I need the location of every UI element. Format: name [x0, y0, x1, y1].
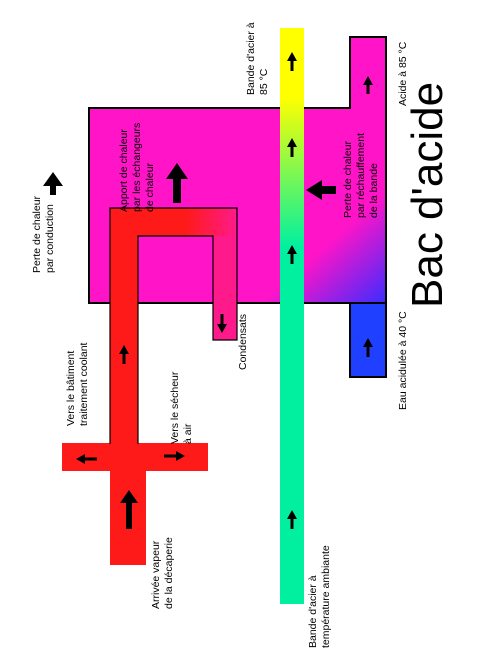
svg-text:de la décaperie: de la décaperie: [163, 537, 175, 609]
steam-pipe: [62, 207, 238, 565]
svg-text:de chaleur: de chaleur: [144, 162, 156, 212]
svg-text:à air: à air: [182, 423, 194, 444]
label-heat-supply: Apport de chaleur par les échangeurs de …: [118, 123, 156, 212]
label-band-cold: Bande d'acier à température ambiante: [307, 545, 332, 648]
svg-text:par les échangeurs: par les échangeurs: [131, 123, 143, 212]
svg-text:Perte de chaleur: Perte de chaleur: [31, 195, 43, 273]
arrow-icon: [43, 52, 373, 529]
svg-text:85 °C: 85 °C: [258, 68, 270, 95]
svg-text:Condensats: Condensats: [237, 314, 249, 370]
label-to-building: Vers le bâtiment traitement coolant: [65, 342, 90, 426]
svg-text:de la bande: de la bande: [368, 163, 380, 218]
label-condensates: Condensats: [237, 314, 249, 370]
svg-text:Bande d'acier à: Bande d'acier à: [307, 575, 319, 648]
steel-band: [280, 28, 304, 604]
svg-text:Perte de chaleur: Perte de chaleur: [342, 140, 354, 218]
svg-text:Arrivée vapeur: Arrivée vapeur: [150, 540, 162, 609]
svg-text:Apport de chaleur: Apport de chaleur: [118, 129, 130, 212]
diagram-title: Bac d'acide: [403, 82, 452, 308]
label-to-dryer: Vers le sécheur à air: [169, 371, 194, 444]
svg-text:Vers le sécheur: Vers le sécheur: [169, 371, 181, 444]
label-water-40: Eau acidulée à 40 °C: [397, 311, 409, 410]
label-steam-in: Arrivée vapeur de la décaperie: [150, 537, 175, 609]
svg-text:Acide à 85 °C: Acide à 85 °C: [397, 41, 409, 106]
label-loss-conduction: Perte de chaleur par conduction: [31, 195, 56, 273]
svg-text:par réchauffement: par réchauffement: [355, 133, 367, 218]
svg-text:Vers le bâtiment: Vers le bâtiment: [65, 351, 77, 426]
svg-text:Eau acidulée à 40 °C: Eau acidulée à 40 °C: [397, 311, 409, 410]
svg-text:Bande d'acier à: Bande d'acier à: [245, 22, 257, 95]
label-heat-band: Perte de chaleur par réchauffement de la…: [342, 133, 380, 218]
label-band-hot: Bande d'acier à 85 °C: [245, 22, 270, 95]
svg-text:par conduction: par conduction: [44, 204, 56, 273]
svg-text:température ambiante: température ambiante: [320, 545, 332, 648]
svg-text:Bac d'acide: Bac d'acide: [403, 82, 452, 308]
svg-text:traitement coolant: traitement coolant: [78, 342, 90, 426]
label-acid-85: Acide à 85 °C: [397, 41, 409, 106]
